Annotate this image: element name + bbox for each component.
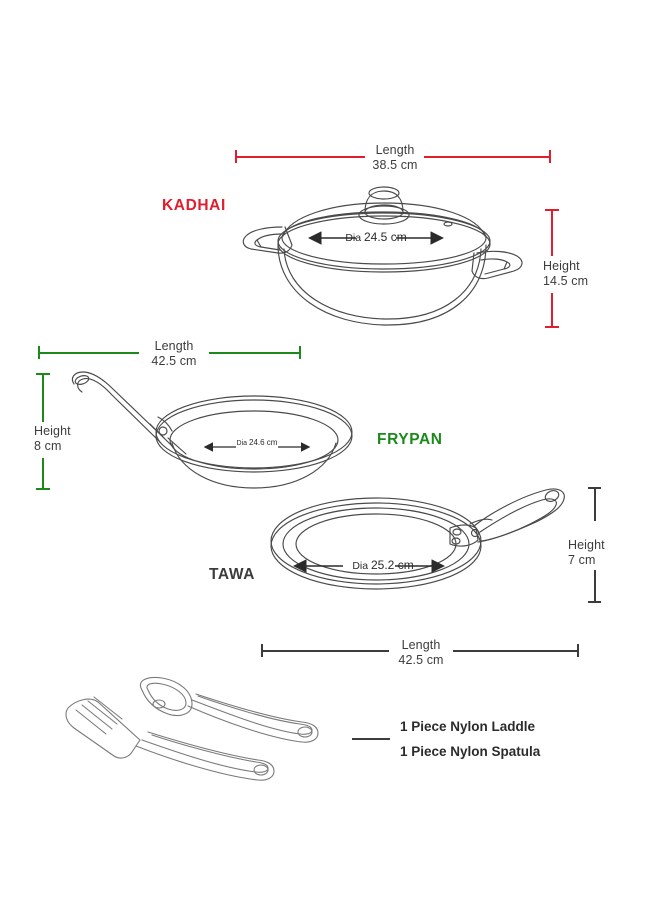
tawa-length-cap-left <box>261 644 263 657</box>
frypan-length-value: 42.5 cm <box>151 354 197 368</box>
frypan-length-caption: Length <box>154 339 194 353</box>
kadhai-length-rule-right <box>424 156 551 158</box>
kadhai-length-label: Length 38.5 cm <box>355 143 435 173</box>
frypan-height-cap-bottom <box>36 488 50 490</box>
accessories-caption: 1 Piece Nylon Laddle 1 Piece Nylon Spatu… <box>400 714 540 764</box>
frypan-length-label: Length 42.5 cm <box>139 339 209 369</box>
frypan-height-value: 8 cm <box>34 439 62 453</box>
kadhai-height-cap-bottom <box>545 326 559 328</box>
utensils-illustration <box>62 676 342 781</box>
accessories-leader-line <box>352 738 390 740</box>
frypan-height-label: Height 8 cm <box>34 424 96 454</box>
tawa-height-cap-bottom <box>588 601 601 603</box>
kadhai-length-value: 38.5 cm <box>372 158 418 172</box>
kadhai-height-rule-bottom <box>551 293 553 328</box>
kadhai-length-rule-left <box>235 156 365 158</box>
tawa-height-label: Height 7 cm <box>568 538 632 568</box>
tawa-dia-value: 25.2 cm <box>371 558 414 572</box>
kadhai-height-value: 14.5 cm <box>543 274 589 288</box>
frypan-height-rule-top <box>42 373 44 422</box>
tawa-dia-caption: Dia <box>352 560 369 572</box>
tawa-length-caption: Length <box>401 638 441 652</box>
kadhai-dia-arrow <box>308 231 444 245</box>
tawa-length-value: 42.5 cm <box>398 653 444 667</box>
tawa-height-rule-top <box>594 487 596 521</box>
product-label-kadhai: KADHAI <box>162 197 226 214</box>
kadhai-height-caption: Height <box>543 259 580 273</box>
tawa-length-cap-right <box>577 644 579 657</box>
frypan-height-rule-bottom <box>42 458 44 490</box>
kadhai-dia-value: 24.5 cm <box>364 230 407 244</box>
product-label-tawa: TAWA <box>209 566 256 583</box>
frypan-length-rule-right <box>209 352 301 354</box>
frypan-dia-value: 24.6 cm <box>249 438 278 447</box>
frypan-length-cap-left <box>38 346 40 359</box>
tawa-height-value: 7 cm <box>568 553 596 567</box>
frypan-illustration <box>68 368 356 493</box>
tawa-height-rule-bottom <box>594 570 596 603</box>
tawa-length-rule-left <box>261 650 389 652</box>
tawa-length-label: Length 42.5 cm <box>385 638 457 668</box>
frypan-dia-label: Dia 24.6 cm <box>226 438 288 448</box>
frypan-dia-caption: Dia <box>236 440 248 447</box>
accessory-line-1: 1 Piece Nylon Laddle <box>400 719 536 734</box>
kadhai-illustration <box>238 183 542 328</box>
frypan-dia-arrow <box>203 442 311 452</box>
tawa-height-caption: Height <box>568 538 605 552</box>
tawa-dia-label: Dia 25.2 cm <box>345 558 421 572</box>
kadhai-height-rule-top <box>551 209 553 256</box>
accessory-line-2: 1 Piece Nylon Spatula <box>400 744 541 759</box>
kadhai-dia-caption: Dia <box>345 232 362 244</box>
kadhai-length-cap-left <box>235 150 237 163</box>
frypan-length-rule-left <box>38 352 139 354</box>
frypan-height-caption: Height <box>34 424 71 438</box>
tawa-illustration <box>264 478 572 600</box>
frypan-length-cap-right <box>299 346 301 359</box>
kadhai-length-caption: Length <box>375 143 415 157</box>
tawa-dia-arrow <box>293 559 445 573</box>
tawa-length-rule-right <box>453 650 579 652</box>
kadhai-length-cap-right <box>549 150 551 163</box>
kadhai-dia-label: Dia 24.5 cm <box>338 230 414 244</box>
product-label-frypan: FRYPAN <box>377 431 443 448</box>
kadhai-height-label: Height 14.5 cm <box>543 259 617 289</box>
